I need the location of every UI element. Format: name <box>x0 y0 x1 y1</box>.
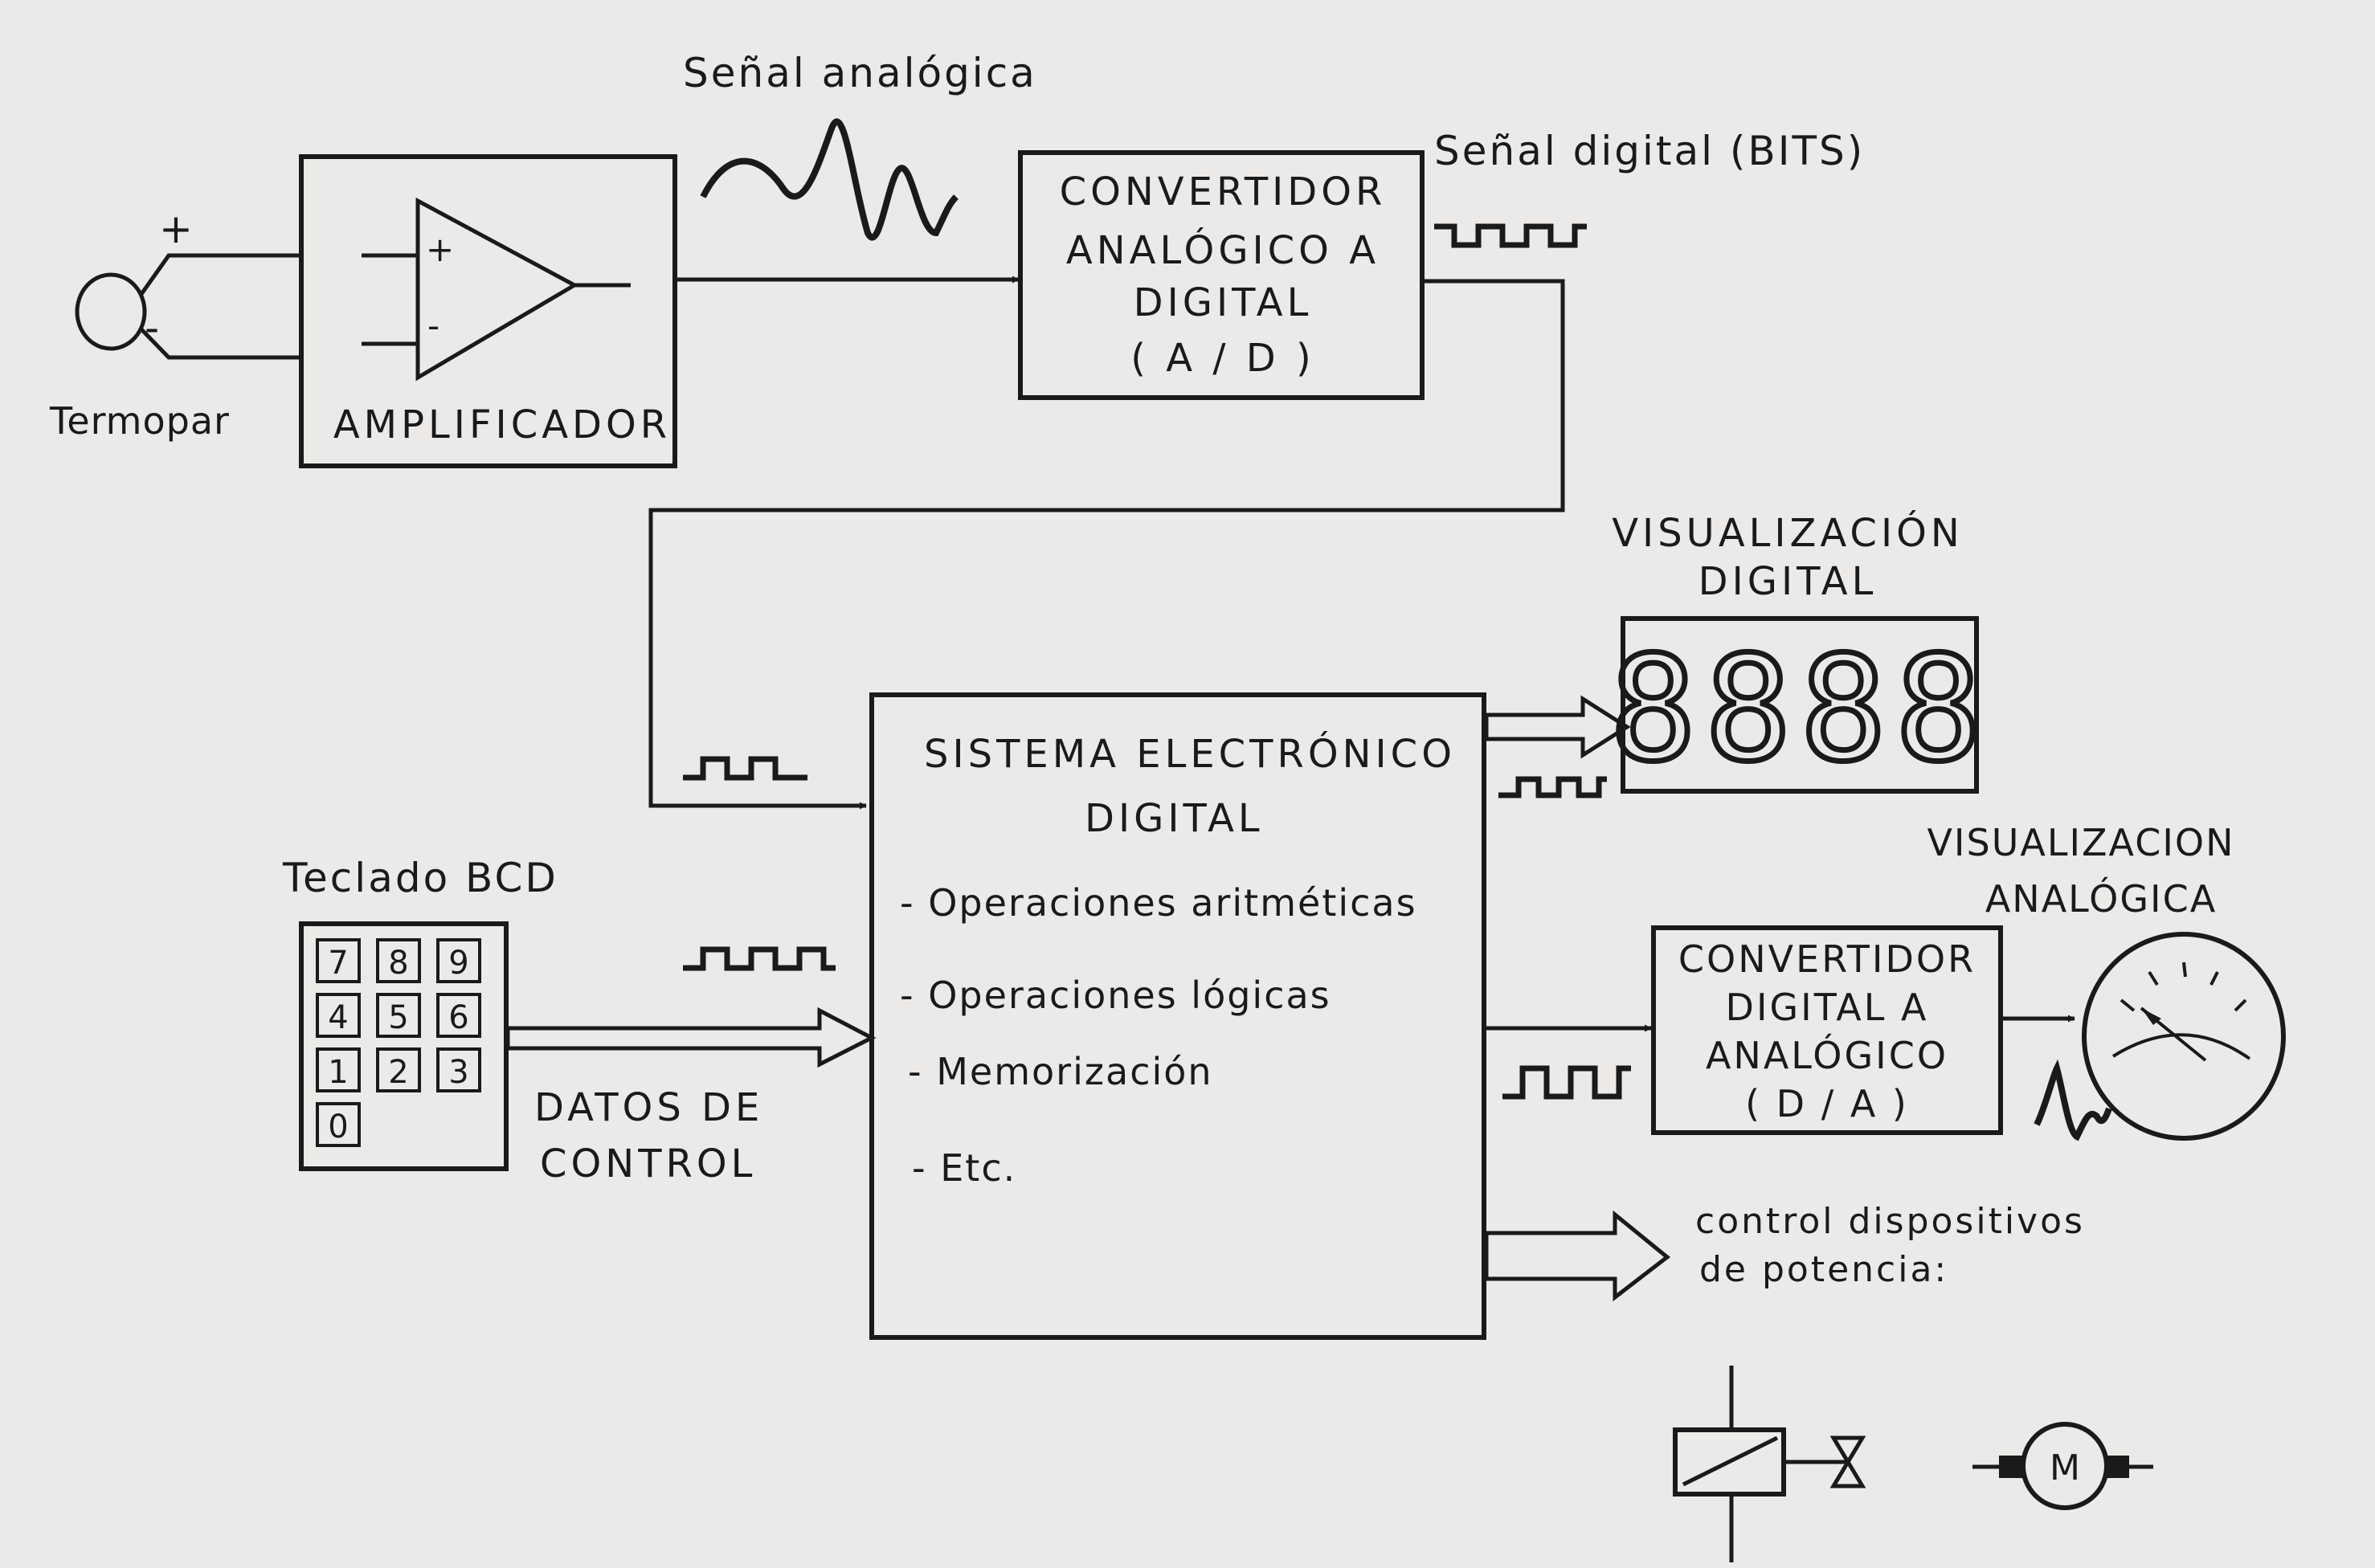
keypad-key <box>436 938 481 983</box>
analog-display-title-2: ANALÓGICA <box>1985 877 2217 921</box>
digital-display <box>1621 616 1979 794</box>
thermocouple-label: Termopar <box>49 399 230 443</box>
amplifier-block <box>299 154 677 468</box>
keypad-key <box>376 993 421 1038</box>
keypad-key-label: 9 <box>448 945 468 982</box>
system-title-1: SISTEMA ELECTRÓNICO <box>924 731 1456 777</box>
analog-signal-label: Señal analógica <box>683 50 1037 96</box>
digital-wave-adc <box>1434 223 1587 248</box>
digital-wave-input <box>683 756 807 781</box>
adc-line-1: CONVERTIDOR <box>1060 169 1387 214</box>
keypad-key-label: 6 <box>448 999 468 1036</box>
keypad-key-label: 3 <box>448 1054 468 1091</box>
keypad-key <box>316 993 361 1038</box>
keypad-key <box>436 1047 481 1092</box>
op-amp-plus: + <box>426 230 456 269</box>
digital-wave-display <box>1498 776 1607 798</box>
op-amp-symbol <box>362 197 631 382</box>
digital-display-title-2: DIGITAL <box>1698 559 1878 604</box>
dac-line-4: ( D / A ) <box>1745 1082 1909 1125</box>
keypad-key <box>316 1047 361 1092</box>
dac-line-2: DIGITAL A <box>1726 986 1929 1029</box>
thermocouple-plus: + <box>159 206 195 252</box>
system-item-etc: - Etc. <box>912 1146 1016 1190</box>
control-data-line-2: CONTROL <box>540 1141 756 1186</box>
dac-line-3: ANALÓGICO <box>1706 1034 1948 1077</box>
motor-label: M <box>2050 1448 2080 1488</box>
analog-meter-icon <box>2082 932 2286 1141</box>
keypad-key <box>436 993 481 1038</box>
keypad-key-label: 5 <box>388 999 408 1036</box>
amplifier-label: AMPLIFICADOR <box>333 402 671 447</box>
system-item-memory: - Memorización <box>908 1050 1213 1093</box>
dac-block <box>1651 925 2003 1135</box>
keypad-key <box>316 938 361 983</box>
keypad-key-label: 0 <box>328 1109 348 1145</box>
digital-system-block <box>869 692 1486 1340</box>
keypad-key-label: 4 <box>328 999 348 1036</box>
control-data-line-1: DATOS DE <box>534 1085 763 1130</box>
control-data-arrow <box>505 1007 877 1068</box>
analog-wave <box>700 118 959 241</box>
digital-wave-dac <box>1502 1065 1631 1100</box>
digital-display-title-1: VISUALIZACIÓN <box>1612 510 1964 556</box>
system-title-2: DIGITAL <box>1085 796 1264 841</box>
keypad-key-label: 2 <box>388 1054 408 1091</box>
adc-line-3: DIGITAL <box>1134 280 1313 325</box>
keypad-key-label: 8 <box>388 945 408 982</box>
system-item-arithmetic: - Operaciones aritméticas <box>900 881 1417 925</box>
adc-line-4: ( A / D ) <box>1130 336 1314 381</box>
power-control-line-2: de potencia: <box>1699 1249 1948 1290</box>
keypad-key <box>376 938 421 983</box>
adc-line-2: ANALÓGICO A <box>1066 227 1380 273</box>
motor-icon <box>1972 1422 2153 1510</box>
dac-line-1: CONVERTIDOR <box>1678 937 1976 981</box>
keypad-key-label: 7 <box>328 945 348 982</box>
adc-to-system-wire <box>648 279 1565 810</box>
thermocouple-minus: - <box>145 304 161 351</box>
keypad-key <box>316 1102 361 1147</box>
analog-display-title-1: VISUALIZACION <box>1927 821 2234 864</box>
keypad-keys: 7 8 9 4 5 6 1 2 3 0 <box>316 938 481 1147</box>
keypad-key-label: 1 <box>328 1054 348 1091</box>
digital-signal-label: Señal digital (BITS) <box>1434 128 1865 174</box>
solenoid-valve-icon <box>1673 1366 1866 1562</box>
adc-block <box>1018 150 1425 400</box>
keypad-key <box>376 1047 421 1092</box>
to-digital-display-arrow <box>1484 695 1631 759</box>
analog-wave-out <box>2034 1059 2112 1141</box>
thermocouple <box>75 253 301 360</box>
power-control-line-1: control dispositivos <box>1695 1201 2085 1242</box>
keypad-label: Teclado BCD <box>282 855 558 901</box>
digital-wave-keypad <box>683 946 836 971</box>
system-item-logic: - Operaciones lógicas <box>900 974 1331 1017</box>
op-amp-minus: - <box>427 306 442 345</box>
digital-display-digits: 8888 <box>1609 626 1989 794</box>
power-control-arrow <box>1484 1210 1671 1302</box>
